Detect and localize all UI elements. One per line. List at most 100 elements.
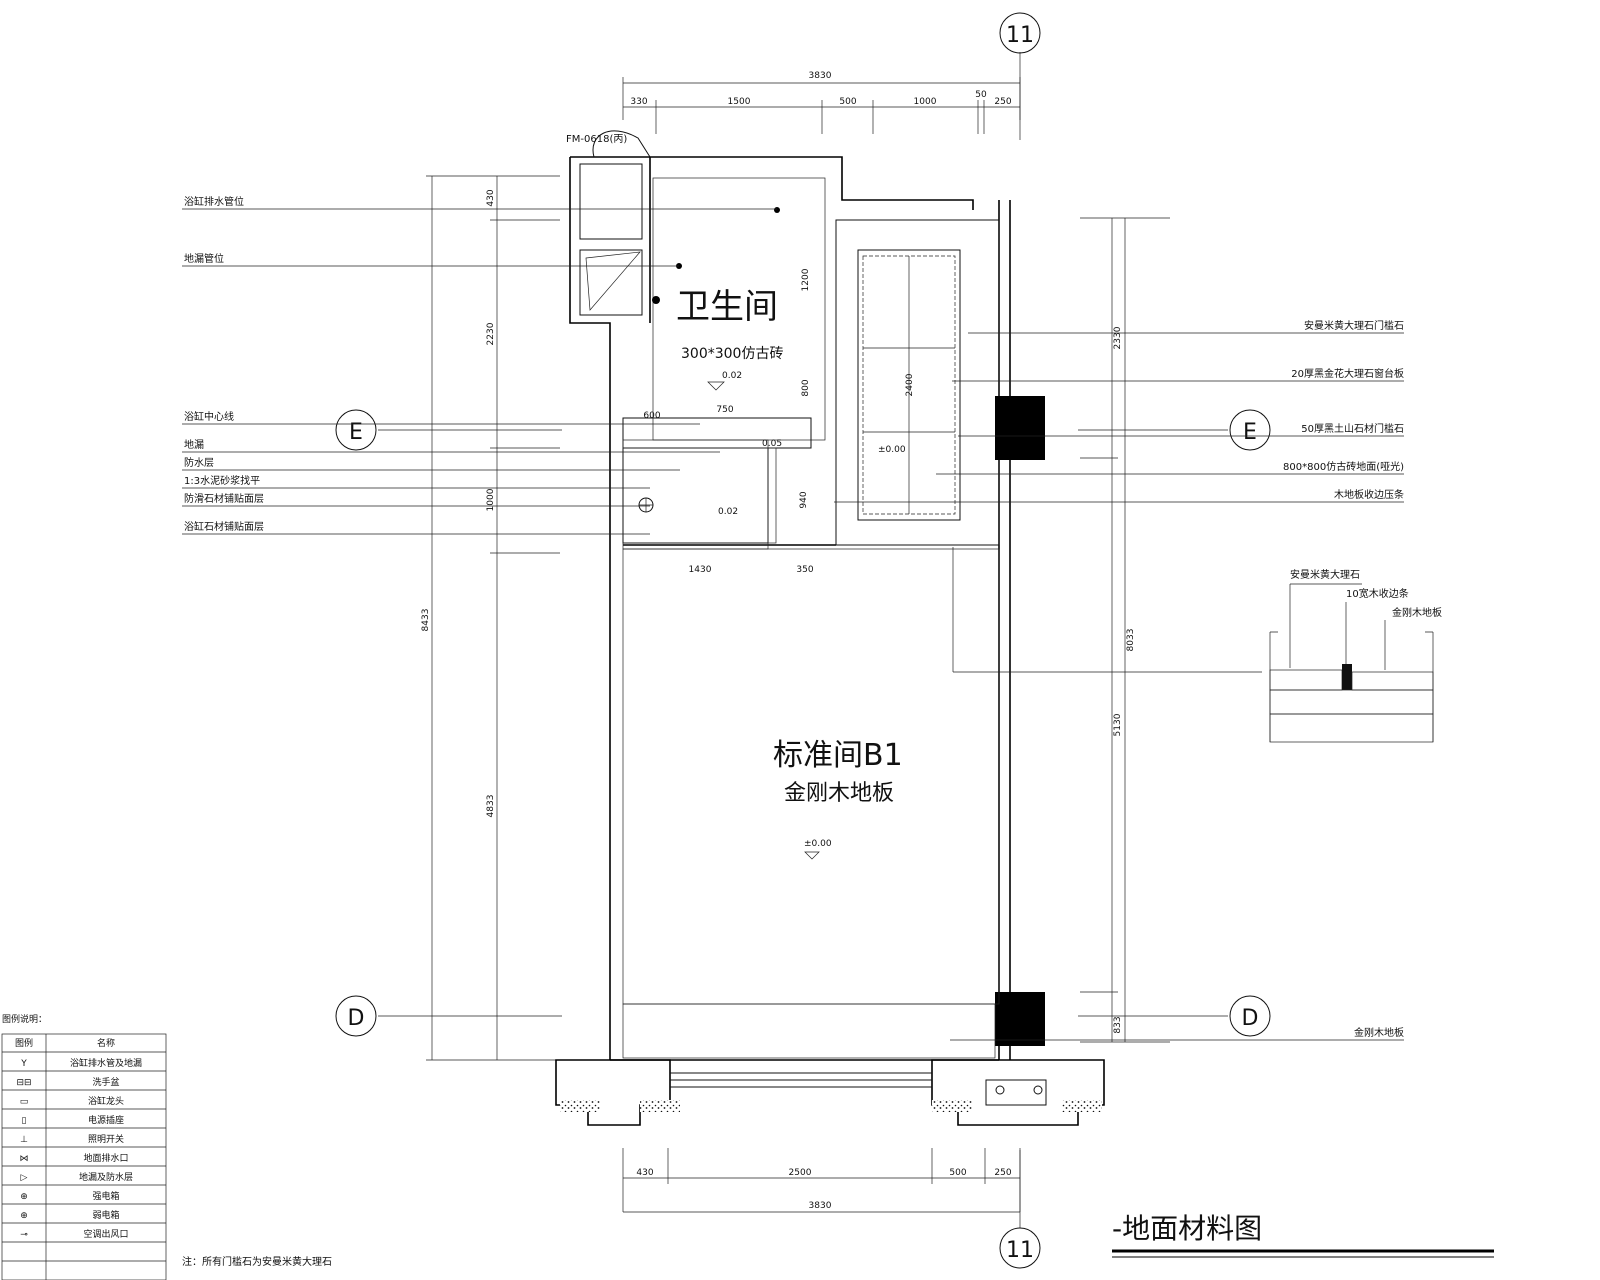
bathroom: 卫生间 300*300仿古砖 0.02 1200 800 600 750 0.0… (622, 177, 826, 449)
detail-label-2: 10宽木收边条 (1346, 587, 1409, 600)
door-swing (592, 130, 651, 158)
axis-bubble-D-right (1229, 995, 1271, 1037)
sheet-title-block: -地面材料图 (1112, 1212, 1494, 1258)
detail-label-1: 安曼米黄大理石 (1290, 568, 1360, 581)
axis-bubble-D-left (335, 995, 377, 1037)
legend-row-2: 洗手盆 (92, 1076, 119, 1088)
axis-bubble-11-bottom (999, 1227, 1041, 1269)
dim-top-seg-5: 50 (975, 90, 987, 100)
legend-symbol-6: ⋈ (20, 1154, 29, 1164)
right-callouts: 安曼米黄大理石门槛石 20厚黑金花大理石窗台板 50厚黑土山石材门槛石 800*… (834, 319, 1404, 1041)
threshold-detail: 安曼米黄大理石 10宽木收边条 金刚木地板 (952, 547, 1442, 743)
left-dimensions: 8433 430 2230 1000 4833 (421, 175, 560, 1061)
axis-label-E-left: E (349, 420, 363, 445)
dim-inner-1200: 1200 (801, 268, 811, 291)
axis-label-E-right: E (1243, 420, 1257, 445)
axis-bubble-E-right (1229, 409, 1271, 451)
legend-symbol-5: ⊥ (20, 1135, 28, 1145)
threshold-stone (622, 1003, 996, 1059)
dim-inner-1430: 1430 (689, 565, 712, 575)
left-label-7: 防滑石材铺贴面层 (184, 492, 264, 505)
legend-row-5: 照明开关 (88, 1133, 124, 1145)
dim-top-total: 3830 (809, 71, 832, 81)
door-tag: FM-0618(丙) (566, 134, 627, 145)
shower-tray (622, 447, 769, 544)
axis-bubble-E-left (335, 409, 377, 451)
dim-right-inner-2: 5130 (1113, 713, 1123, 736)
shower-area: 0.02 940 (622, 439, 809, 550)
column-lower (995, 992, 1045, 1046)
closet-level: ±0.00 (878, 445, 906, 455)
legend-symbol-8: ⊕ (20, 1192, 28, 1202)
legend-table: 图例说明： 图例 名称 Y 浴缸排水管及地漏 ⊟⊟ 洗手盆 ▭ 浴缸龙头 ▯ 电… (1, 1013, 167, 1280)
dim-top-seg-1: 330 (630, 97, 647, 107)
bathroom-floor-material: 300*300仿古砖 (681, 346, 783, 362)
detail-label-3: 金刚木地板 (1392, 606, 1442, 619)
left-label-6: 1:3水泥砂浆找平 (184, 474, 260, 487)
legend-col1: 图例 (15, 1037, 33, 1049)
dim-right-outer: 8033 (1126, 629, 1136, 652)
legend-symbol-9: ⊕ (20, 1211, 28, 1221)
dim-bottom-seg-4: 250 (994, 1168, 1011, 1178)
grid-axis-E: E E (335, 409, 1271, 451)
dim-top-seg-2: 1500 (728, 97, 751, 107)
legend-symbol-4: ▯ (22, 1116, 27, 1126)
dim-top-seg-3: 500 (839, 97, 856, 107)
legend-symbol-7: ▷ (21, 1173, 28, 1183)
dim-bottom-seg-1: 430 (636, 1168, 653, 1178)
left-label-2: 地漏管位 (184, 252, 224, 265)
dim-bottom-seg-3: 500 (949, 1168, 966, 1178)
legend-row-1: 浴缸排水管及地漏 (70, 1057, 142, 1069)
grid-axis-D: D D (335, 995, 1271, 1037)
dim-inner-940: 940 (799, 491, 809, 508)
shower-level: 0.02 (718, 507, 738, 517)
right-dimensions: 8033 2330 5130 833 (1080, 217, 1170, 1043)
legend-symbol-3: ▭ (20, 1097, 29, 1107)
axis-bubble-11-top (999, 12, 1041, 54)
left-label-1: 浴缸排水管位 (184, 195, 244, 208)
dim-right-inner-3: 833 (1113, 1016, 1123, 1033)
dim-inner-750: 750 (716, 405, 733, 415)
left-callouts: 浴缸排水管位 地漏管位 浴缸中心线 地漏 防水层 1:3水泥砂浆找平 防滑石材铺… (182, 195, 777, 535)
legend-row-9: 弱电箱 (92, 1209, 119, 1221)
right-label-5: 木地板收边压条 (1334, 488, 1404, 501)
column-upper (995, 396, 1045, 460)
right-label-6: 金刚木地板 (1354, 1026, 1404, 1039)
left-label-4: 地漏 (184, 438, 204, 451)
legend-row-8: 强电箱 (92, 1190, 119, 1202)
axis-label-11-bottom: 11 (1006, 1238, 1034, 1263)
dim-left-outer: 8433 (421, 609, 431, 632)
floor-drain-icon (652, 296, 660, 304)
legend-row-6: 地面排水口 (83, 1152, 128, 1164)
sheet-title: -地面材料图 (1112, 1212, 1262, 1245)
right-label-3: 50厚黑土山石材门槛石 (1301, 422, 1404, 435)
dim-left-inner-4: 4833 (486, 795, 496, 818)
legend-symbol-1: Y (20, 1059, 27, 1069)
building-walls: FM-0618(丙) (566, 130, 1011, 1061)
dim-bottom-total: 3830 (809, 1201, 832, 1211)
legend-row-4: 电源插座 (88, 1114, 124, 1126)
right-label-2: 20厚黑金花大理石窗台板 (1291, 367, 1404, 380)
bath-drain-icon (774, 207, 780, 213)
left-label-3: 浴缸中心线 (184, 410, 234, 423)
axis-label-D-left: D (348, 1006, 365, 1031)
left-label-5: 防水层 (184, 456, 214, 469)
bathroom-level: 0.02 (722, 371, 742, 381)
legend-symbol-10: ⊸ (20, 1230, 28, 1240)
window-bay (555, 1059, 1105, 1126)
bottom-dimensions: 430 2500 500 250 3830 (622, 1148, 1021, 1213)
dim-top-seg-4: 1000 (914, 97, 937, 107)
dim-inner-800: 800 (801, 379, 811, 396)
dim-bottom-seg-2: 2500 (789, 1168, 812, 1178)
right-label-1: 安曼米黄大理石门槛石 (1304, 319, 1404, 332)
legend-title: 图例说明： (2, 1013, 47, 1025)
dim-left-inner-2: 2230 (486, 322, 496, 345)
axis-label-11-top: 11 (1006, 23, 1034, 48)
dim-top-seg-6: 250 (994, 97, 1011, 107)
left-label-8: 浴缸石材铺贴面层 (184, 520, 264, 533)
legend-row-3: 浴缸龙头 (88, 1095, 124, 1107)
closet-area: ±0.00 2400 (835, 219, 1000, 546)
dim-inner-600: 600 (643, 411, 660, 421)
main-room: 标准间B1 金刚木地板 ±0.00 1430 350 (622, 548, 1000, 1059)
